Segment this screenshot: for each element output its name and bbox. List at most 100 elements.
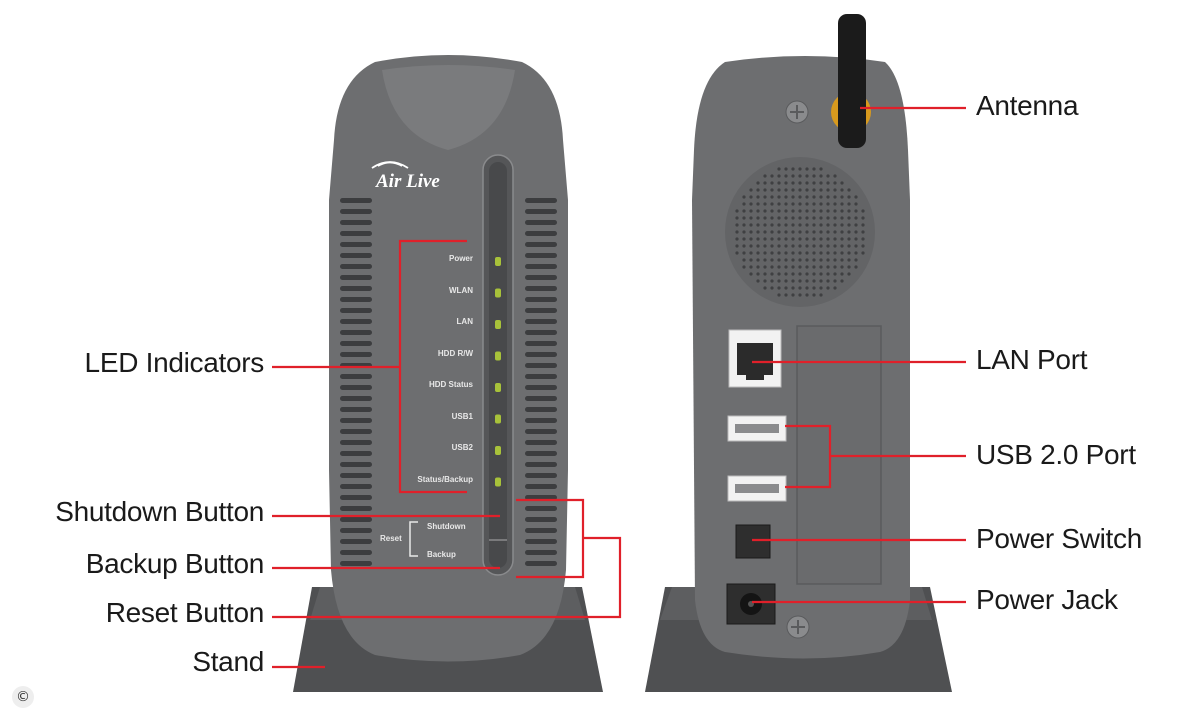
vent-slot — [340, 506, 372, 511]
led-light — [495, 414, 501, 424]
led-label: Status/Backup — [417, 474, 473, 484]
vent-slot — [525, 286, 557, 291]
led-indicators-callout: LED Indicators — [84, 347, 265, 378]
vent-slot — [340, 385, 372, 390]
led-light — [495, 477, 501, 487]
front-view — [293, 55, 603, 692]
vent-slot — [525, 418, 557, 423]
vent-slot — [340, 462, 372, 467]
reset-bracket — [409, 521, 418, 557]
vent-slot — [340, 275, 372, 280]
vent-slot — [340, 528, 372, 533]
vent-slot — [525, 198, 557, 203]
power-switch-callout: Power Switch — [976, 523, 1143, 554]
vent-slot — [525, 550, 557, 555]
backup-label: Backup — [427, 550, 456, 559]
led-light — [495, 446, 501, 455]
vent-slot — [340, 264, 372, 269]
led-light — [495, 351, 501, 361]
vent-slot — [340, 308, 372, 313]
vent-slot — [525, 484, 557, 489]
vent-slot — [525, 374, 557, 379]
vent-slot — [525, 319, 557, 324]
vent-slot — [525, 539, 557, 544]
stand-callout: Stand — [192, 646, 264, 677]
shutdown-label: Shutdown — [427, 522, 466, 531]
vent-slot — [340, 539, 372, 544]
vent-slot — [340, 253, 372, 258]
vent-slot — [340, 330, 372, 335]
power-switch-icon — [735, 524, 771, 559]
vent-slot — [340, 198, 372, 203]
vent-slot — [340, 319, 372, 324]
led-light — [495, 383, 501, 392]
vent-slot — [340, 429, 372, 434]
vent-slot — [340, 374, 372, 379]
power-jack-callout: Power Jack — [976, 584, 1118, 615]
vent-slot — [525, 209, 557, 214]
vent-slot — [340, 396, 372, 401]
led-light — [495, 320, 501, 329]
led-strip-inner — [489, 162, 507, 568]
vent-slot — [525, 506, 557, 511]
vent-slot — [525, 495, 557, 500]
led-label: HDD R/W — [437, 348, 473, 358]
vent-slot — [525, 231, 557, 236]
led-label: Power — [448, 254, 473, 263]
vent-slot — [525, 308, 557, 313]
shutdown-button-callout: Shutdown Button — [55, 496, 264, 527]
vent-slot — [525, 451, 557, 456]
lan-port-callout: LAN Port — [976, 344, 1088, 375]
usb-port-callout: USB 2.0 Port — [976, 439, 1136, 470]
led-label: USB1 — [451, 411, 473, 421]
usb-port-2-icon — [735, 484, 779, 493]
front-vents-left — [340, 198, 372, 566]
vent-slot — [340, 297, 372, 302]
led-light — [495, 257, 501, 266]
vent-slot — [525, 517, 557, 522]
front-vents-right — [525, 198, 557, 566]
vent-slot — [525, 385, 557, 390]
vent-slot — [525, 473, 557, 478]
vent-slot — [525, 561, 557, 566]
brand-logo: Air Live — [376, 171, 440, 192]
vent-slot — [340, 473, 372, 478]
usb-port-1-icon — [735, 424, 779, 433]
reset-label: Reset — [380, 534, 402, 543]
vent-slot — [340, 341, 372, 346]
vent-slot — [340, 352, 372, 357]
vent-slot — [525, 242, 557, 247]
led-light — [495, 288, 501, 298]
vent-slot — [525, 220, 557, 225]
vent-slot — [525, 253, 557, 258]
led-dots — [495, 257, 501, 487]
vent-slot — [340, 550, 372, 555]
vent-slot — [525, 352, 557, 357]
vent-slot — [525, 396, 557, 401]
vent-slot — [340, 517, 372, 522]
leader-lines — [272, 106, 966, 669]
vent-slot — [525, 462, 557, 467]
led-indicators-leader — [272, 239, 467, 494]
vent-slot — [525, 407, 557, 412]
vent-slot — [340, 231, 372, 236]
vent-slot — [340, 286, 372, 291]
copyright-icon: © — [12, 686, 34, 708]
vent-slot — [340, 495, 372, 500]
vent-slot — [525, 363, 557, 368]
vent-slot — [525, 275, 557, 280]
vent-slot — [340, 407, 372, 412]
back-view — [645, 14, 952, 692]
vent-slot — [525, 264, 557, 269]
led-label: WLAN — [449, 285, 473, 295]
vent-slot — [525, 297, 557, 302]
vent-slot — [340, 440, 372, 445]
vent-slot — [340, 484, 372, 489]
vent-slot — [525, 341, 557, 346]
vent-slot — [340, 220, 372, 225]
vent-slot — [525, 429, 557, 434]
antenna — [838, 14, 866, 148]
led-label: LAN — [456, 317, 473, 326]
